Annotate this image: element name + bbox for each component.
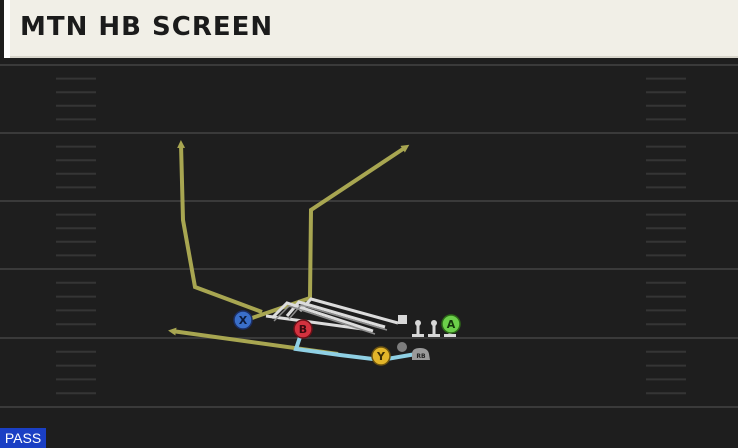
player-x-button[interactable]: X: [233, 310, 253, 330]
player-x-label: X: [239, 314, 248, 327]
hash-marks: [56, 77, 686, 395]
block-path: [265, 314, 371, 332]
x-button-icon: [233, 310, 253, 330]
lineman-marker: [412, 320, 424, 337]
running-back-marker[interactable]: RB: [412, 348, 430, 360]
play-type-badge: PASS: [0, 428, 46, 448]
player-y-button[interactable]: Y: [371, 346, 391, 366]
route-x-go: [177, 140, 263, 314]
blocking-assignments: [265, 297, 399, 333]
route-rb-screen: [293, 330, 417, 363]
block-path: [285, 300, 386, 329]
block-path-shadow: [288, 304, 388, 331]
player-y-label: Y: [376, 350, 386, 363]
player-a-button[interactable]: A: [441, 314, 461, 334]
a-button-icon: [441, 314, 461, 334]
b-button-icon: [293, 319, 313, 339]
player-b-button[interactable]: B: [293, 319, 313, 339]
y-button-icon: [371, 346, 391, 366]
play-title-bar: MTN HB SCREEN: [4, 0, 738, 58]
route-b-corner: [251, 144, 410, 320]
player-a-label: A: [447, 318, 456, 331]
rb-label: RB: [416, 353, 426, 360]
blocking-shadow: [273, 304, 388, 335]
block-path-shadow: [273, 305, 376, 335]
quarterback-marker: [397, 342, 407, 352]
lineman-marker: [398, 315, 407, 324]
player-b-label: B: [299, 323, 307, 336]
yard-lines: [0, 64, 738, 408]
block-path: [298, 297, 399, 325]
block-path: [270, 301, 374, 333]
play-title: MTN HB SCREEN: [20, 12, 274, 42]
lineman-marker: [428, 320, 440, 337]
